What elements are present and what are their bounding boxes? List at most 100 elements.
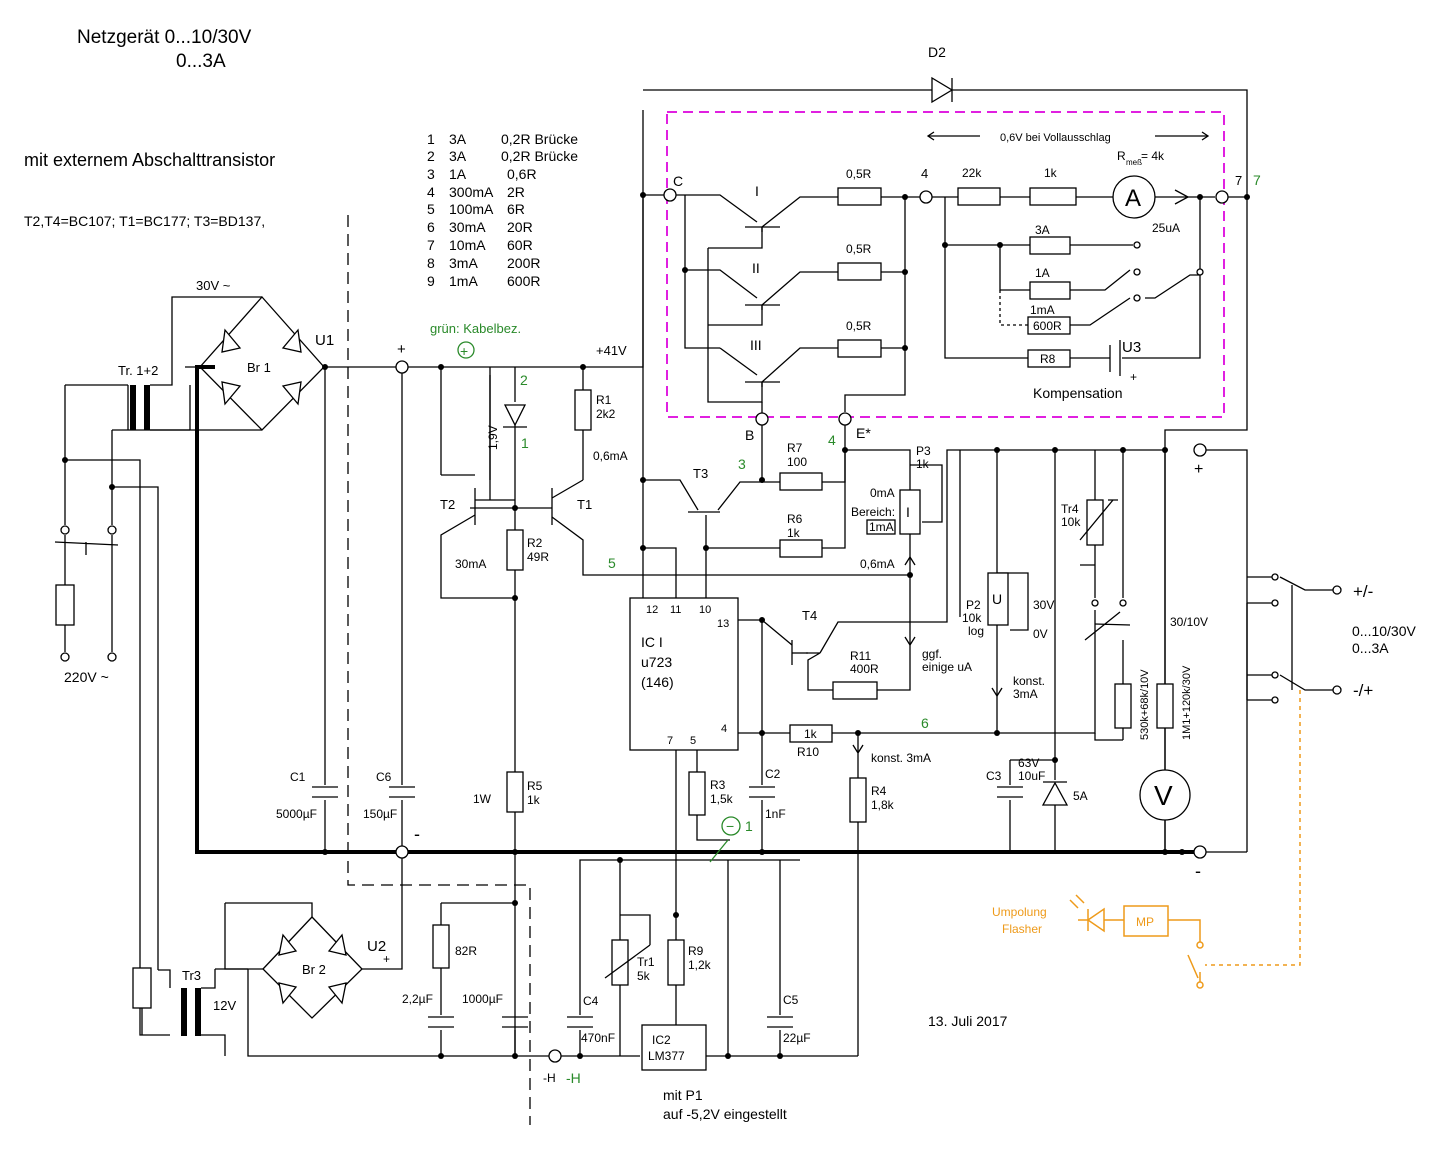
ma06b-label: 0,6mA (860, 557, 895, 571)
c4-label: C4 (583, 994, 599, 1008)
out-plus: + (1194, 461, 1203, 478)
ic1 (629, 597, 739, 751)
p3 (899, 489, 921, 535)
r5-value: 1k (527, 793, 541, 807)
svg-text:9: 9 (427, 273, 435, 289)
r1k-meter-label: 1k (1044, 166, 1058, 180)
r1 (574, 389, 592, 431)
r6-label: R6 (787, 512, 803, 526)
node-b: B (745, 427, 754, 443)
tr3-fuse (132, 967, 152, 1009)
driver-section: T3 3 R7 100 R6 1k I P3 1k 0mA Bereich: 1… (640, 195, 972, 674)
c5-label: C5 (783, 993, 799, 1007)
z5a-label: 5A (1073, 789, 1088, 803)
svg-text:0,6R: 0,6R (507, 166, 537, 182)
r5-watt: 1W (473, 792, 492, 806)
r10 (789, 724, 833, 743)
r82-label: 82R (455, 944, 477, 958)
t2-label: T2 (440, 497, 455, 512)
ic1-pin7: 7 (667, 735, 673, 747)
green-cable-label: grün: Kabelbez. (430, 321, 521, 336)
rail-plus: + (397, 341, 406, 358)
c2-value: 1nF (765, 807, 786, 821)
tr4-value: 10k (1061, 515, 1081, 529)
einstellt: auf -5,2V eingestellt (663, 1106, 787, 1122)
ic1-pin5: 5 (690, 735, 696, 747)
r6 (779, 539, 823, 558)
p3-i: I (906, 504, 910, 520)
c4-value: 470nF (581, 1031, 615, 1045)
voltmeter-v: V (1154, 780, 1173, 811)
ac30-label: 30V ~ (196, 278, 231, 293)
ic1-pin13: 13 (717, 618, 729, 630)
r10-value: 1k (804, 727, 818, 741)
title-line1: Netzgerät 0...10/30V (77, 27, 252, 48)
guard-box (666, 111, 1225, 418)
r6-value: 1k (787, 526, 801, 540)
bereich-box-text: 1mA (869, 520, 894, 534)
green-3: 3 (738, 456, 746, 472)
r4-value: 1,8k (871, 798, 895, 812)
ic2-type: LM377 (648, 1049, 685, 1063)
green-4: 4 (828, 432, 836, 448)
t-iii: III (750, 337, 762, 353)
ic1-type: u723 (641, 654, 672, 670)
out-mp: -/+ (1353, 681, 1373, 700)
p3-value: 1k (916, 457, 930, 471)
title-line2: 0...3A (176, 51, 226, 72)
t4-label: T4 (802, 608, 817, 623)
t1-label: T1 (577, 497, 592, 512)
d2-label: D2 (928, 44, 946, 60)
konst1: konst. (1013, 674, 1045, 688)
r7 (779, 472, 823, 491)
ic1-pin4: 4 (721, 723, 727, 735)
c22-label: 2,2µF (402, 992, 433, 1006)
r7-value: 100 (787, 455, 807, 469)
green-5: 5 (608, 555, 616, 571)
rmess-sub: meß (1126, 158, 1142, 167)
shunt-3-label: 0,5R (846, 319, 872, 333)
out-current: 0...3A (1352, 640, 1389, 656)
c3-value2: 10uF (1018, 769, 1045, 783)
c1000-label: 1000µF (462, 992, 503, 1006)
svg-text:1mA: 1mA (449, 273, 478, 289)
green-6: 6 (921, 715, 929, 731)
svg-text:8: 8 (427, 255, 435, 271)
svg-text:600R: 600R (507, 273, 540, 289)
v3010-label: 30/10V (1170, 615, 1208, 629)
r-1a-label: 1A (1035, 266, 1050, 280)
rmess-val: = 4k (1141, 149, 1165, 163)
ma06a-label: 0,6mA (593, 449, 628, 463)
c6-label: C6 (376, 770, 392, 784)
svg-text:3A: 3A (449, 131, 467, 147)
tr3-out: 12V (213, 998, 236, 1013)
u2-plus: + (383, 952, 390, 966)
c1-value: 5000µF (276, 807, 317, 821)
shunt-2-label: 0,5R (846, 242, 872, 256)
bereich: Bereich: (851, 505, 895, 519)
mp-box (1123, 905, 1169, 937)
svg-text:2R: 2R (507, 184, 525, 200)
c3-value1: 63V (1018, 756, 1039, 770)
svg-text:3mA: 3mA (449, 255, 478, 271)
svg-text:7: 7 (427, 237, 435, 253)
r22k-label: 22k (962, 166, 982, 180)
neg-h-label: -H (543, 1071, 556, 1085)
rail-minus: - (414, 824, 420, 844)
ground-rail (195, 365, 1195, 854)
svg-text:3: 3 (427, 166, 435, 182)
ranges-row: 9 1mA 600R (427, 273, 540, 289)
r22k (957, 187, 1001, 206)
p2-label: P2 (966, 598, 981, 612)
br1-label: Br 1 (247, 360, 271, 375)
mp-label: MP (1136, 915, 1154, 929)
r1k-meter (1029, 187, 1077, 206)
svg-text:300mA: 300mA (449, 184, 494, 200)
r8-label: R8 (1040, 352, 1056, 366)
